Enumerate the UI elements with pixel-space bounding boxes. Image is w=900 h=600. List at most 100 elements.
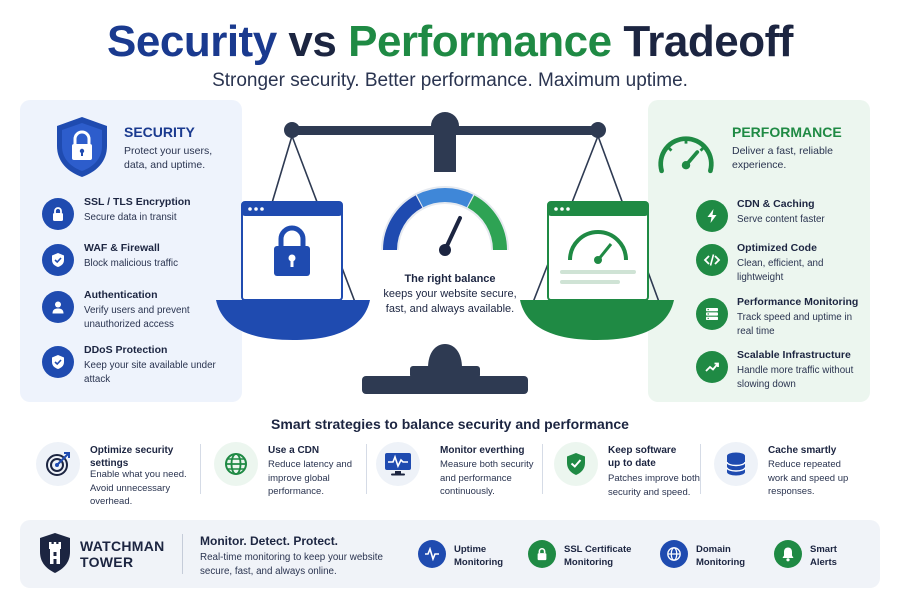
footer-item-uptime: Uptime Monitoring bbox=[418, 540, 518, 570]
speedometer-icon bbox=[658, 136, 714, 174]
strategy-desc: Patches improve both security and speed. bbox=[608, 473, 700, 498]
globe-icon bbox=[660, 540, 688, 568]
bolt-icon bbox=[696, 200, 728, 232]
footer-item-title: Domain Monitoring bbox=[696, 544, 746, 568]
page-title: Security vs Performance Tradeoff bbox=[0, 16, 900, 68]
page-subtitle: Stronger security. Better performance. M… bbox=[212, 70, 688, 91]
shield-check-icon bbox=[554, 442, 598, 486]
security-item-desc: Block malicious traffic bbox=[84, 258, 179, 269]
security-item-desc: Keep your site available under attack bbox=[84, 360, 216, 385]
security-item-desc: Verify users and prevent unauthorized ac… bbox=[84, 305, 190, 330]
security-title: SECURITY bbox=[124, 124, 195, 140]
strategy-monitor: Monitor everthing Measure both security … bbox=[376, 440, 546, 510]
security-item-desc: Secure data in transit bbox=[84, 212, 177, 223]
shield-check-icon bbox=[42, 244, 74, 276]
security-browser-window bbox=[241, 201, 343, 301]
performance-item-desc: Clean, efficient, and lightweight bbox=[737, 258, 824, 283]
strategy-desc: Reduce repeated work and speed up respon… bbox=[768, 459, 849, 497]
globe-icon bbox=[214, 442, 258, 486]
shield-lock-icon bbox=[57, 117, 107, 177]
strategy-title: Use a CDN bbox=[268, 445, 320, 456]
security-item-title: WAF & Firewall bbox=[84, 242, 160, 254]
monitor-icon bbox=[376, 442, 420, 486]
strategy-keep-updated: Keep software up to date Patches improve… bbox=[554, 440, 704, 510]
performance-panel: PERFORMANCE Deliver a fast, reliable exp… bbox=[648, 100, 870, 402]
security-desc: Protect your users, data, and uptime. bbox=[124, 145, 213, 171]
strategy-divider bbox=[542, 444, 543, 494]
security-item-title: SSL / TLS Encryption bbox=[84, 196, 191, 208]
target-icon bbox=[36, 442, 80, 486]
strategy-title: Optimize security settings bbox=[90, 445, 174, 469]
performance-item-title: CDN & Caching bbox=[737, 198, 815, 210]
code-icon bbox=[696, 244, 728, 276]
performance-item-desc: Track speed and uptime in real time bbox=[737, 312, 853, 337]
footer-item-ssl: SSL Certificate Monitoring bbox=[528, 540, 648, 570]
trend-up-icon bbox=[696, 351, 728, 383]
security-item-ddos: DDoS Protection Keep your site available… bbox=[20, 344, 242, 396]
footer-item-title: Uptime Monitoring bbox=[454, 544, 504, 568]
footer-divider bbox=[182, 534, 183, 574]
server-icon bbox=[696, 298, 728, 330]
brand-name: WATCHMAN TOWER bbox=[80, 538, 165, 570]
database-icon bbox=[714, 442, 758, 486]
security-item-title: DDoS Protection bbox=[84, 344, 168, 356]
brand-line-1: WATCHMAN bbox=[80, 538, 165, 554]
performance-desc: Deliver a fast, reliable experience. bbox=[732, 145, 833, 171]
center-gauge bbox=[381, 186, 509, 256]
balance-message: The right balance keeps your website sec… bbox=[382, 272, 518, 317]
shield-check-icon bbox=[42, 346, 74, 378]
strategy-title: Cache smartly bbox=[768, 445, 837, 456]
performance-title: PERFORMANCE bbox=[732, 124, 842, 140]
title-tradeoff: Tradeoff bbox=[623, 17, 793, 66]
performance-item-cdn: CDN & Caching Serve content faster bbox=[648, 198, 870, 250]
lock-icon bbox=[42, 198, 74, 230]
performance-item-title: Optimized Code bbox=[737, 242, 817, 254]
strategy-desc: Reduce latency and improve global perfor… bbox=[268, 459, 352, 497]
footer-tagdesc: Real-time monitoring to keep your websit… bbox=[200, 552, 383, 577]
balance-scale-illustration bbox=[216, 112, 674, 394]
footer-item-domain: Domain Monitoring bbox=[660, 540, 760, 570]
strategy-divider bbox=[200, 444, 201, 494]
footer-item-title: Smart Alerts bbox=[810, 544, 837, 568]
performance-item-title: Performance Monitoring bbox=[737, 296, 859, 308]
pulse-icon bbox=[418, 540, 446, 568]
performance-item-monitoring: Performance Monitoring Track speed and u… bbox=[648, 296, 870, 348]
performance-header: PERFORMANCE Deliver a fast, reliable exp… bbox=[648, 112, 870, 182]
footer-item-title: SSL Certificate Monitoring bbox=[564, 544, 632, 568]
performance-browser-window bbox=[547, 201, 649, 301]
footer-banner: WATCHMAN TOWER Monitor. Detect. Protect.… bbox=[20, 520, 880, 588]
balance-title: The right balance bbox=[404, 273, 496, 285]
title-vs: vs bbox=[288, 17, 337, 66]
user-icon bbox=[42, 291, 74, 323]
performance-item-code: Optimized Code Clean, efficient, and lig… bbox=[648, 242, 870, 294]
title-performance: Performance bbox=[348, 17, 612, 66]
security-item-auth: Authentication Verify users and prevent … bbox=[20, 289, 242, 341]
performance-item-title: Scalable Infrastructure bbox=[737, 349, 851, 361]
strategy-desc: Enable what you need. Avoid unnecessary … bbox=[90, 469, 187, 507]
strategy-desc: Measure both security and performance co… bbox=[440, 459, 534, 497]
strategies-title: Smart strategies to balance security and… bbox=[271, 416, 629, 432]
title-security: Security bbox=[107, 17, 277, 66]
footer-item-alerts: Smart Alerts bbox=[774, 540, 864, 570]
strategy-use-cdn: Use a CDN Reduce latency and improve glo… bbox=[214, 440, 374, 510]
performance-item-desc: Serve content faster bbox=[737, 214, 825, 225]
security-item-title: Authentication bbox=[84, 289, 158, 301]
strategy-title: Monitor everthing bbox=[440, 445, 525, 456]
security-item-ssl: SSL / TLS Encryption Secure data in tran… bbox=[20, 196, 242, 248]
strategy-optimize-security: Optimize security settings Enable what y… bbox=[36, 440, 206, 510]
security-item-waf: WAF & Firewall Block malicious traffic bbox=[20, 242, 242, 294]
strategy-cache: Cache smartly Reduce repeated work and s… bbox=[714, 440, 874, 510]
security-panel: SECURITY Protect your users, data, and u… bbox=[20, 100, 242, 402]
bell-icon bbox=[774, 540, 802, 568]
performance-item-scalable: Scalable Infrastructure Handle more traf… bbox=[648, 349, 870, 401]
lock-icon bbox=[528, 540, 556, 568]
brand-line-2: TOWER bbox=[80, 554, 134, 570]
footer-tagline: Monitor. Detect. Protect. bbox=[200, 534, 339, 548]
strategy-divider bbox=[366, 444, 367, 494]
security-header: SECURITY Protect your users, data, and u… bbox=[20, 112, 242, 182]
strategy-title: Keep software up to date bbox=[608, 445, 677, 469]
strategy-divider bbox=[700, 444, 701, 494]
tower-shield-icon bbox=[40, 533, 70, 573]
performance-item-desc: Handle more traffic without slowing down bbox=[737, 365, 854, 390]
balance-desc: keeps your website secure, fast, and alw… bbox=[383, 288, 517, 315]
